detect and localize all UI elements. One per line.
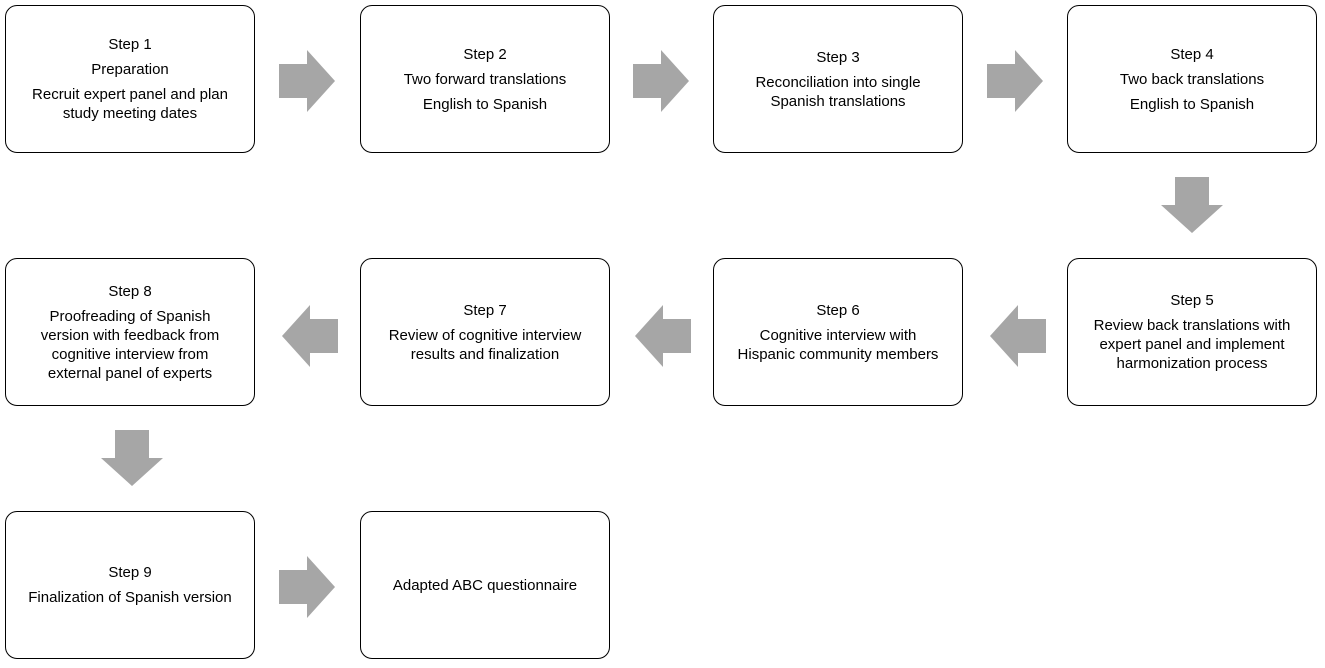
step-7-title: Step 7 bbox=[463, 301, 507, 319]
arrow-down-icon bbox=[1161, 177, 1223, 233]
step-3-title: Step 3 bbox=[816, 48, 860, 66]
step-1-title: Step 1 bbox=[108, 36, 152, 53]
step-8-line-1: Proofreading of Spanish bbox=[49, 307, 211, 325]
step-6-line-2: Hispanic community members bbox=[737, 345, 939, 363]
step-2-line-2: English to Spanish bbox=[422, 95, 548, 113]
step-4-line-1: Two back translations bbox=[1119, 70, 1265, 88]
step-8-title: Step 8 bbox=[108, 282, 152, 300]
step-5-line-2: expert panel and implement bbox=[1099, 336, 1285, 353]
arrow-right-icon bbox=[633, 50, 689, 112]
step-3-line-2: Spanish translations bbox=[770, 92, 906, 110]
step-6-title: Step 6 bbox=[816, 301, 860, 319]
arrow-right-icon bbox=[279, 556, 335, 618]
step-8-line-4: external panel of experts bbox=[47, 364, 213, 382]
step-6-box: Step 6 Cognitive interview with Hispanic… bbox=[713, 258, 963, 406]
arrow-left-icon bbox=[990, 305, 1046, 367]
step-9-box: Step 9 Finalization of Spanish version bbox=[5, 511, 255, 659]
step-4-box: Step 4 Two back translations English to … bbox=[1067, 5, 1317, 153]
step-8-line-3: cognitive interview from bbox=[51, 345, 209, 363]
arrow-right-icon bbox=[987, 50, 1043, 112]
step-5-line-3: harmonization process bbox=[1116, 355, 1268, 372]
step-1-name: Preparation bbox=[91, 61, 169, 78]
step-1-desc-line-2: study meeting dates bbox=[62, 105, 198, 122]
step-2-box: Step 2 Two forward translations English … bbox=[360, 5, 610, 153]
step-9-line-1: Finalization of Spanish version bbox=[28, 589, 232, 606]
step-1-box: Step 1 Preparation Recruit expert panel … bbox=[5, 5, 255, 153]
final-output-label: Adapted ABC questionnaire bbox=[392, 576, 578, 594]
step-9-title: Step 9 bbox=[108, 564, 152, 581]
step-3-box: Step 3 Reconciliation into single Spanis… bbox=[713, 5, 963, 153]
arrow-left-icon bbox=[635, 305, 691, 367]
final-output-box: Adapted ABC questionnaire bbox=[360, 511, 610, 659]
step-4-title: Step 4 bbox=[1170, 45, 1214, 63]
arrow-right-icon bbox=[279, 50, 335, 112]
step-7-box: Step 7 Review of cognitive interview res… bbox=[360, 258, 610, 406]
step-8-line-2: version with feedback from bbox=[40, 326, 220, 344]
step-3-line-1: Reconciliation into single bbox=[755, 73, 921, 91]
arrow-down-icon bbox=[101, 430, 163, 486]
step-4-line-2: English to Spanish bbox=[1129, 95, 1255, 113]
step-6-line-1: Cognitive interview with bbox=[759, 326, 917, 344]
step-5-line-1: Review back translations with bbox=[1093, 317, 1291, 334]
step-2-title: Step 2 bbox=[463, 45, 507, 63]
step-1-desc-line-1: Recruit expert panel and plan bbox=[32, 86, 228, 103]
arrow-left-icon bbox=[282, 305, 338, 367]
step-5-title: Step 5 bbox=[1170, 292, 1214, 309]
step-2-line-1: Two forward translations bbox=[403, 70, 567, 88]
step-5-box: Step 5 Review back translations with exp… bbox=[1067, 258, 1317, 406]
step-7-line-2: results and finalization bbox=[410, 345, 560, 363]
step-8-box: Step 8 Proofreading of Spanish version w… bbox=[5, 258, 255, 406]
step-7-line-1: Review of cognitive interview bbox=[388, 326, 582, 344]
